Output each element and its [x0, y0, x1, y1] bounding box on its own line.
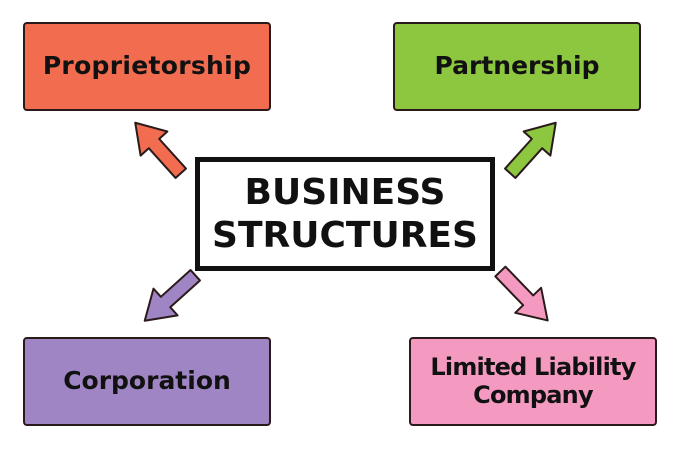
node-label: Proprietorship — [42, 51, 252, 81]
node-llc: Limited Liability Company — [409, 337, 657, 426]
node-label-line1: Limited Liability — [430, 352, 636, 381]
arrow-to-proprietorship — [120, 109, 196, 187]
center-title-line2: STRUCTURES — [212, 215, 478, 256]
node-proprietorship: Proprietorship — [23, 22, 271, 111]
node-label: Corporation — [63, 366, 231, 396]
center-title-box: BUSINESS STRUCTURES — [195, 157, 495, 271]
arrow-to-llc — [486, 258, 562, 334]
node-label: Partnership — [434, 51, 600, 81]
center-title-line1: BUSINESS — [244, 171, 446, 213]
arrow-to-partnership — [495, 109, 571, 187]
arrow-to-corporation — [131, 260, 209, 336]
node-corporation: Corporation — [23, 337, 271, 426]
node-label-line2: Company — [473, 380, 593, 409]
node-partnership: Partnership — [393, 22, 641, 111]
